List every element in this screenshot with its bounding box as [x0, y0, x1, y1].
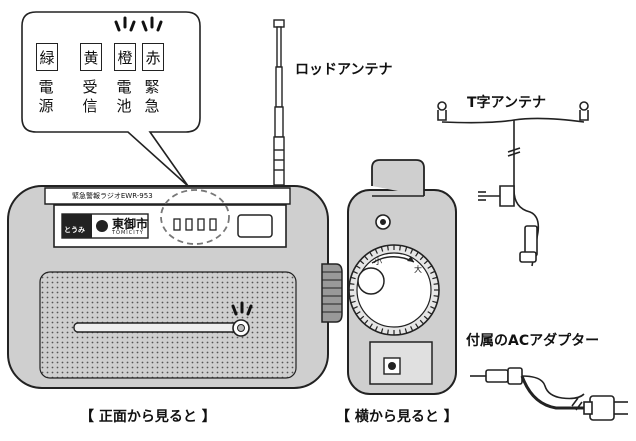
dial-max-label: 大 — [414, 265, 422, 274]
dial-tooth — [350, 276, 356, 280]
ac-adapter-label: 付属のACアダプター — [466, 333, 600, 349]
dial-min-label: 小 — [374, 257, 382, 266]
lamp-yellow-caption-2: 信 — [82, 97, 98, 115]
dial-tooth — [364, 255, 369, 261]
radio-side-view — [347, 159, 457, 395]
logo-mark — [62, 214, 92, 238]
logo-prefix: とうみ — [64, 226, 85, 234]
dial-tooth — [350, 300, 356, 304]
dial-tooth — [432, 276, 438, 280]
front-view-caption: 【 正面から見ると 】 — [80, 409, 216, 425]
dial-tooth — [419, 319, 424, 325]
t-antenna-label: T字アンテナ — [467, 95, 546, 111]
lamp-orange-label: 橙 — [114, 43, 136, 71]
dial-tooth — [374, 326, 378, 332]
dial-tooth — [415, 251, 419, 257]
dial-tooth — [423, 260, 429, 265]
lamp-orange-caption-2: 池 — [116, 97, 132, 115]
lamp-yellow-label: 黄 — [80, 43, 102, 71]
dial-tooth — [423, 315, 429, 320]
rod-antenna — [273, 19, 285, 186]
dial-tooth — [387, 245, 389, 251]
dial-tooth — [359, 260, 365, 265]
lamp-orange-caption-1: 電 — [116, 78, 132, 96]
city-roman: TOMICITY — [112, 230, 144, 236]
dial-tooth — [430, 306, 436, 310]
logo-swirl-icon — [96, 220, 108, 232]
lamp-green-caption-2: 源 — [38, 97, 54, 115]
dial-tooth — [355, 311, 361, 315]
lamp-red-label: 赤 — [142, 43, 164, 71]
dial-tooth — [352, 306, 358, 310]
tuning-slot — [73, 322, 245, 333]
dial-tooth — [369, 251, 373, 257]
ac-adapter — [470, 367, 628, 421]
lamp-red-caption-2: 急 — [144, 97, 160, 115]
lamp-yellow-caption-1: 受 — [82, 78, 98, 96]
rod-antenna-label: ロッドアンテナ — [295, 62, 393, 78]
dial-tooth — [369, 323, 373, 329]
lamp-green-caption-1: 電 — [38, 78, 54, 96]
emergency-button[interactable] — [237, 214, 273, 238]
dial-tooth — [399, 329, 401, 335]
dial-grip — [357, 267, 385, 295]
blink-icon — [114, 16, 163, 32]
dial-tooth — [410, 326, 414, 332]
indicator-lamps — [173, 218, 217, 231]
lamp-highlight — [160, 189, 230, 245]
t-antenna — [437, 101, 589, 267]
radio-model-text: 緊急警報ラジオEWR-953 — [72, 192, 153, 200]
dial-tooth — [352, 270, 358, 274]
city-name: 東御市 — [112, 217, 149, 231]
dial-tooth — [364, 319, 369, 325]
dc-jack-panel — [369, 341, 433, 385]
dial-tooth — [427, 311, 433, 315]
dial-tooth — [399, 245, 401, 251]
dial-tooth — [374, 248, 378, 254]
dial-tooth — [380, 328, 384, 334]
dial-tooth — [404, 246, 408, 252]
dial-tooth — [355, 265, 361, 269]
radio-front-view — [7, 185, 343, 389]
dial-tooth — [432, 300, 438, 304]
lamp-green-label: 緑 — [36, 43, 58, 71]
side-view-caption: 【 横から見ると 】 — [336, 409, 458, 425]
dial-tooth — [404, 328, 408, 334]
dial-tooth — [387, 329, 389, 335]
side-dial-edge — [321, 263, 343, 323]
dial-tooth — [349, 283, 355, 285]
dial-tooth — [349, 295, 355, 297]
dial-tooth — [430, 270, 436, 274]
dial-tooth — [433, 283, 439, 285]
dial-tooth — [415, 323, 419, 329]
dial-tooth — [427, 265, 433, 269]
knob-flash-icon — [231, 301, 253, 316]
dial-tooth — [419, 255, 424, 261]
dial-tooth — [380, 246, 384, 252]
lamp-red-caption-1: 緊 — [144, 78, 160, 96]
dial-tooth — [359, 315, 365, 320]
dial-tooth — [410, 248, 414, 254]
dial-tooth — [433, 295, 439, 297]
